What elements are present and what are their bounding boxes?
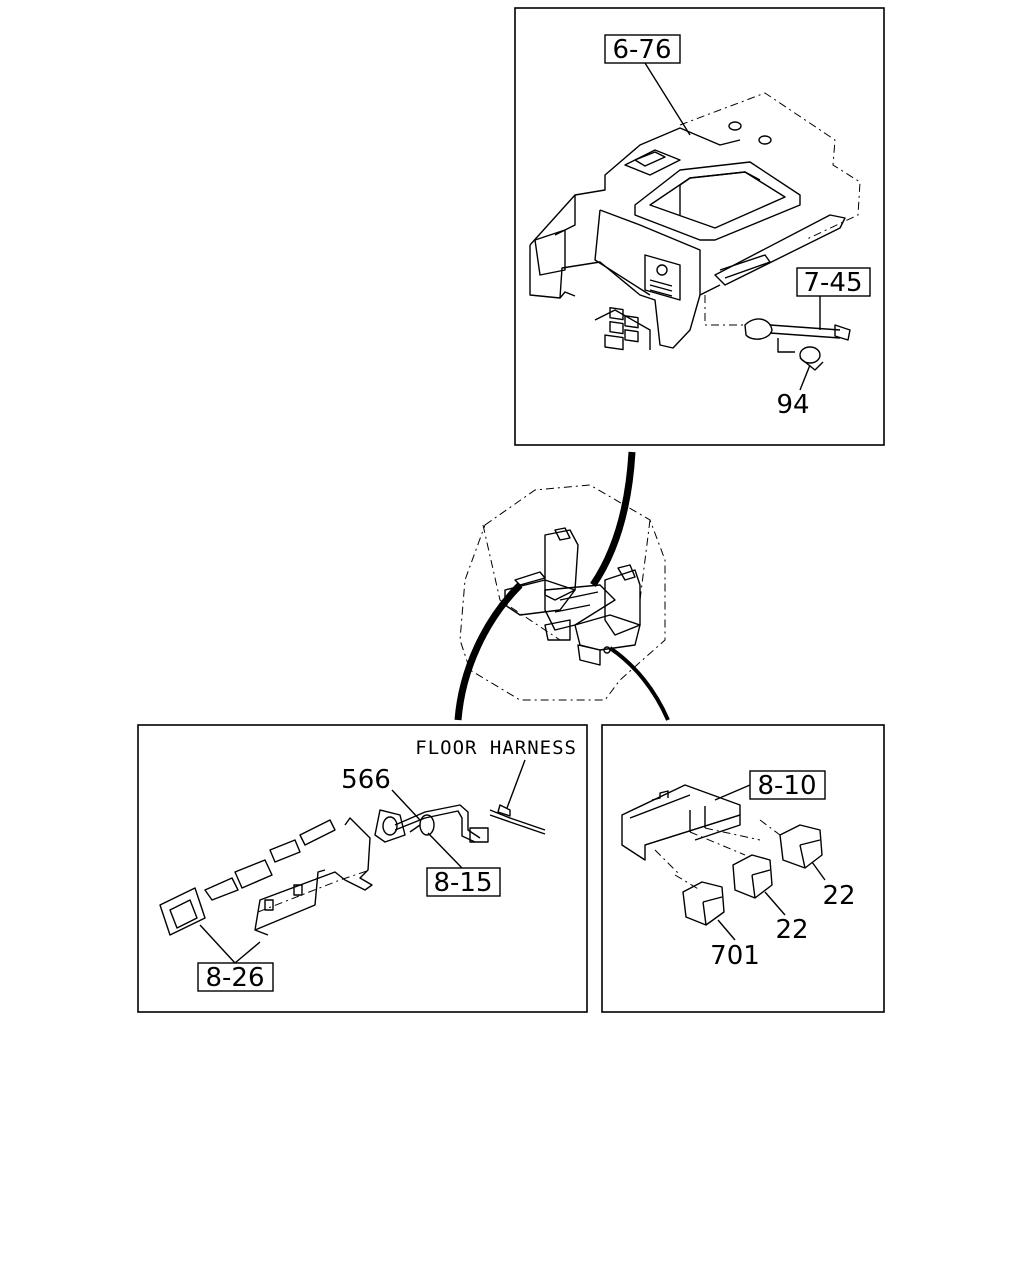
callout-box-lamp-harness <box>796 267 871 297</box>
leader-screw <box>799 364 811 391</box>
leader-switch-panel <box>714 784 751 801</box>
connector-console <box>590 451 636 587</box>
callout-cap-a: 22 <box>822 881 855 911</box>
callout-harness-num: 566 <box>341 765 391 795</box>
leader-harness-num <box>391 789 421 821</box>
callout-cap-b: 22 <box>775 915 808 945</box>
callout-switch-panel: 8-10 <box>757 771 816 801</box>
leader-floor-harness <box>506 759 526 809</box>
center-console-drawing <box>529 92 861 351</box>
callout-lamp-harness: 7-45 <box>803 268 862 298</box>
callout-console: 6-76 <box>612 35 671 65</box>
callout-lighter: 8-26 <box>205 963 264 993</box>
leader-lighter <box>199 924 261 964</box>
callout-box-console <box>604 34 681 64</box>
lighter-drawing <box>159 804 546 936</box>
leader-cap-b <box>764 891 786 916</box>
lamp-harness-drawing <box>704 295 851 371</box>
connector-lighter <box>454 582 523 721</box>
leader-grommet <box>427 832 463 869</box>
callout-box-switch-panel <box>749 770 826 800</box>
switch-panel-drawing <box>621 784 823 926</box>
lighter-detail-frame <box>137 724 588 1013</box>
callout-screw: 94 <box>776 390 809 420</box>
switch-detail-frame <box>601 724 885 1013</box>
leader-cap-c <box>717 919 736 941</box>
floor-harness-label: FLOOR HARNESS <box>415 737 577 759</box>
connector-switch <box>608 646 670 721</box>
leader-cap-a <box>811 861 826 881</box>
callout-box-grommet <box>426 867 501 897</box>
leader-console <box>644 62 691 136</box>
console-detail-frame <box>514 7 885 446</box>
callout-grommet: 8-15 <box>433 868 492 898</box>
callout-cap-c: 701 <box>710 941 760 971</box>
